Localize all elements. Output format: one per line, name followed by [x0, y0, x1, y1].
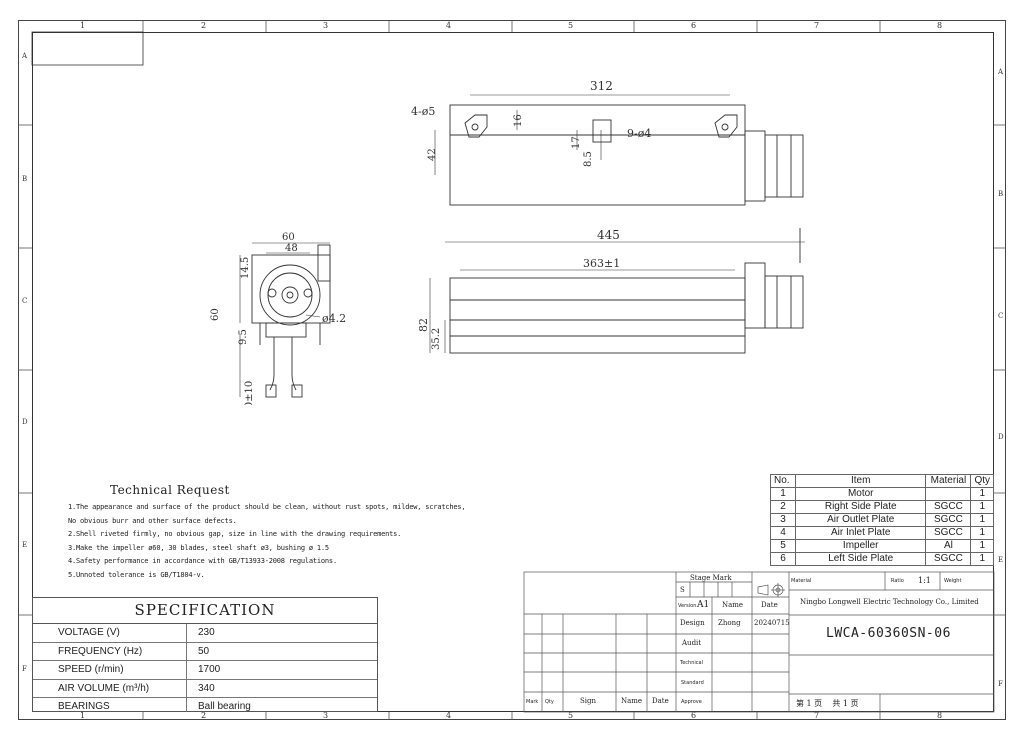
- dim-top-holes-left: 4-ø5: [411, 105, 435, 118]
- dim-front-body: 363±1: [583, 257, 620, 270]
- design-date: 20240715: [754, 619, 790, 627]
- dim-front-total: 445: [597, 228, 620, 242]
- design-label: Design: [680, 619, 705, 627]
- technical-label: Technical: [680, 660, 703, 666]
- page-info: 第 1 页 共 1 页: [796, 699, 859, 708]
- projection-symbol-icon: [757, 583, 785, 597]
- dim-top-slot-offset: 8.5: [583, 151, 594, 167]
- specification-table: SPECIFICATION VOLTAGE (V) 230 FREQUENCY …: [32, 597, 378, 712]
- note-line: 2.Shell riveted firmly, no obvious gap, …: [68, 530, 402, 538]
- technical-request-title: Technical Request: [110, 483, 230, 497]
- weight-label: Weight: [944, 578, 962, 584]
- dim-side-bottom: 9.5: [238, 329, 249, 345]
- table-row: 2 Right Side Plate SGCC 1: [770, 500, 994, 514]
- ratio-value: 1:1: [918, 576, 931, 585]
- dim-top-height: 42: [427, 148, 438, 161]
- front-view-drawing: 445 363±1 82 35.2: [417, 228, 805, 354]
- spec-row: FREQUENCY (Hz) 50: [33, 643, 377, 661]
- stage-mark-label: Stage Mark: [690, 574, 732, 582]
- spec-row: BEARINGS Ball bearing: [58, 701, 251, 712]
- dim-top-hole-offset: 16: [513, 114, 524, 127]
- dim-side-top: 14.5: [240, 257, 251, 279]
- dim-top-length: 312: [590, 79, 613, 93]
- table-row: 3 Air Outlet Plate SGCC 1: [770, 513, 994, 527]
- name-label: Name: [722, 601, 744, 609]
- spec-row: SPEED (r/min) 1700: [33, 661, 377, 680]
- side-view-drawing: 60 48 14.5 60 ø4.2 9.5 200±10: [210, 232, 346, 405]
- mark-label: Mark: [526, 699, 539, 705]
- note-line: 4.Safety performance in accordance with …: [68, 557, 337, 565]
- audit-label: Audit: [682, 639, 702, 647]
- technical-request-notes: 1.The appearance and surface of the prod…: [68, 503, 466, 584]
- dim-top-holes-right: 9-ø4: [627, 127, 651, 140]
- drawing-number: LWCA-60360SN-06: [826, 626, 951, 641]
- dim-front-outlet: 35.2: [431, 328, 442, 350]
- spec-row: AIR VOLUME (m³/h) 340: [33, 680, 377, 698]
- dim-front-height: 82: [417, 318, 430, 332]
- drawing-border: [32, 32, 994, 712]
- spec-row: VOLTAGE (V) 230: [33, 624, 377, 643]
- dim-side-lead: 200±10: [244, 381, 255, 405]
- parts-list: No. Item Material Qty 1 Motor 1 2 Right …: [770, 474, 994, 566]
- spec-divider: [186, 624, 187, 712]
- note-line: 1.The appearance and surface of the prod…: [68, 503, 466, 511]
- date-label-bottom: Date: [652, 697, 669, 705]
- spec-rows: VOLTAGE (V) 230 FREQUENCY (Hz) 50 SPEED …: [33, 624, 377, 715]
- standard-label: Standard: [681, 680, 704, 686]
- specification-title: SPECIFICATION: [33, 598, 377, 624]
- dim-side-inner: 48: [285, 243, 298, 254]
- dim-side-height: 60: [210, 308, 221, 321]
- sign-label: Sign: [580, 697, 597, 705]
- approve-label: Approve: [681, 699, 702, 705]
- note-line: 5.Unnoted tolerance is GB/T1804-v.: [68, 570, 205, 579]
- dim-side-shaft: ø4.2: [322, 312, 346, 325]
- designer-name: Zhong: [718, 619, 741, 627]
- version-value: A1: [697, 600, 710, 610]
- company-name: Ningbo Longwell Electric Technology Co.,…: [800, 598, 979, 606]
- note-line: 3.Make the impeller ø60, 30 blades, stee…: [68, 543, 329, 552]
- stage-value: S: [680, 586, 685, 594]
- note-line: No obvious burr and other surface defect…: [68, 516, 237, 525]
- parts-header-row: No. Item Material Qty: [770, 474, 994, 488]
- qty-label: Qty: [545, 699, 554, 705]
- name-label-bottom: Name: [621, 697, 643, 705]
- date-label: Date: [761, 601, 778, 609]
- top-view-drawing: 312 4-ø5 16 42 17 8.5 9-ø4: [411, 79, 804, 206]
- dim-side-width: 60: [282, 232, 295, 243]
- material-label: Material: [791, 578, 812, 584]
- version-label: Version: [678, 603, 697, 609]
- table-row: 6 Left Side Plate SGCC 1: [770, 552, 994, 566]
- dim-top-slot-width: 17: [571, 136, 582, 149]
- ratio-label: Ratio: [891, 578, 904, 584]
